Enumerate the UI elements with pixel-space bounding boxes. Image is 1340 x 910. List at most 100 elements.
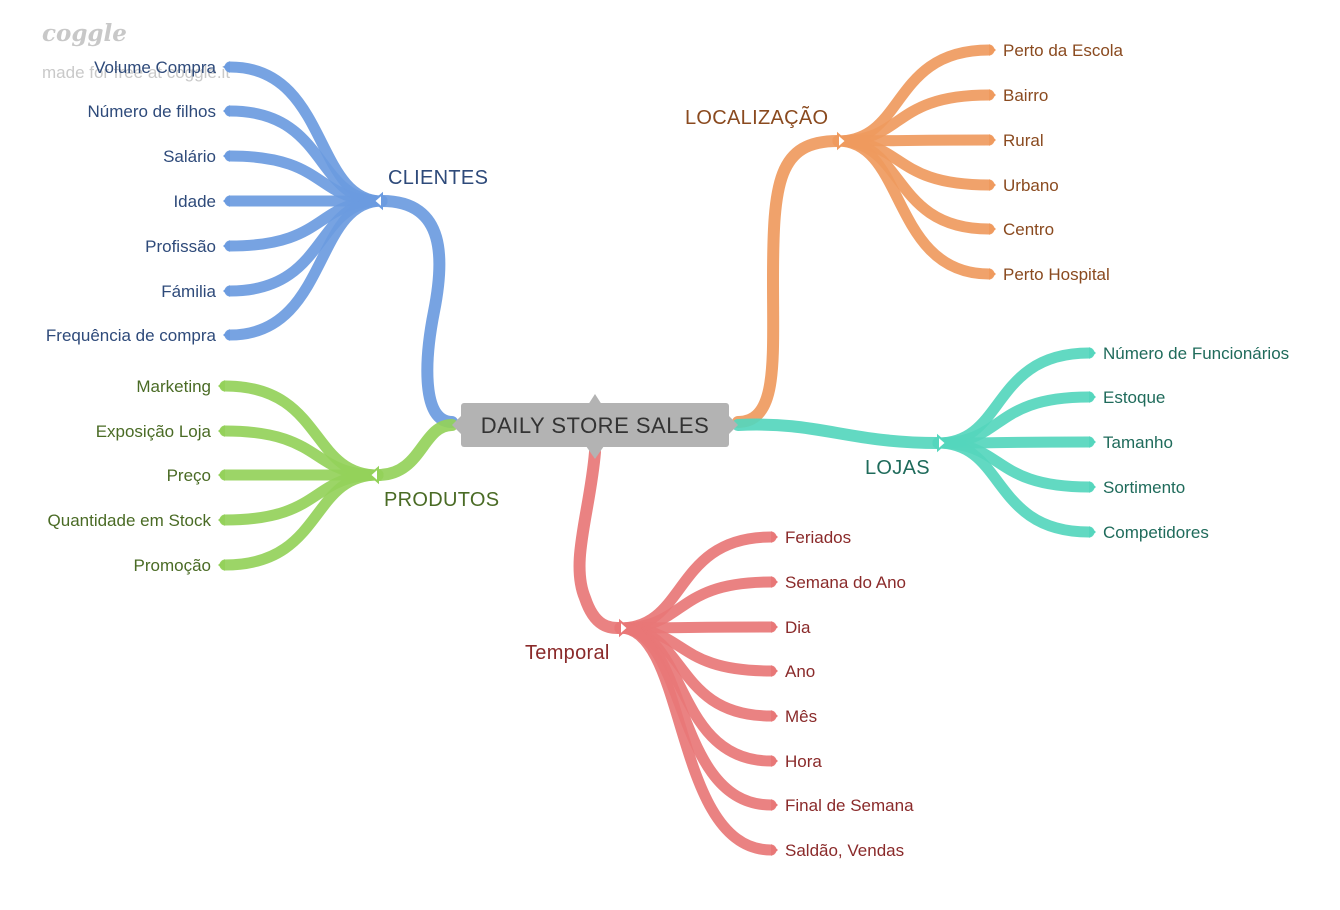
child-arrow-tip xyxy=(1089,481,1096,493)
child-connector xyxy=(832,135,995,280)
leaf-node-label[interactable]: Centro xyxy=(1003,220,1054,239)
leaf-node-label[interactable]: Preço xyxy=(167,466,211,485)
child-arrow-tip xyxy=(771,576,778,588)
leaf-node-label[interactable]: Salário xyxy=(163,147,216,166)
root-node-right-arrow xyxy=(728,415,738,435)
root-node-label: DAILY STORE SALES xyxy=(481,413,710,438)
child-arrow-tip xyxy=(989,89,996,101)
leaf-node-label[interactable]: Competidores xyxy=(1103,523,1209,542)
child-arrow-tip xyxy=(223,105,230,117)
leaf-node-label[interactable]: Hora xyxy=(785,752,822,771)
leaf-node-label[interactable]: Idade xyxy=(173,192,216,211)
root-node-box[interactable] xyxy=(461,403,729,447)
leaf-node-label[interactable]: Saldão, Vendas xyxy=(785,841,904,860)
child-arrow-tip xyxy=(1089,347,1096,359)
child-arrow-tip xyxy=(218,559,225,571)
leaf-node-label[interactable]: Fámilia xyxy=(161,282,216,301)
leaf-node-label[interactable]: Estoque xyxy=(1103,388,1165,407)
branch-produtos-connector xyxy=(372,419,458,481)
branch-hub-chevron xyxy=(368,465,379,485)
branch-produtos[interactable] xyxy=(218,380,458,571)
branch-clientes[interactable] xyxy=(223,61,458,428)
leaf-node-label[interactable]: Urbano xyxy=(1003,176,1059,195)
leaf-node-label[interactable]: Mês xyxy=(785,707,817,726)
child-arrow-tip xyxy=(223,240,230,252)
child-arrow-tip xyxy=(218,514,225,526)
leaf-node-label[interactable]: Ano xyxy=(785,662,815,681)
branch-hub-chevron xyxy=(372,191,383,211)
leaf-node-label[interactable]: Frequência de compra xyxy=(46,326,217,345)
branch-hub-chevron xyxy=(937,433,948,453)
branch-lojas[interactable] xyxy=(732,347,1096,538)
child-arrow-tip xyxy=(989,268,996,280)
leaf-node-label[interactable]: Perto da Escola xyxy=(1003,41,1124,60)
leaf-node-label[interactable]: Perto Hospital xyxy=(1003,265,1110,284)
root-node[interactable]: DAILY STORE SALES xyxy=(452,394,738,459)
branch-clientes-connector xyxy=(376,195,458,428)
branch-label-clientes[interactable]: CLIENTES xyxy=(388,167,488,189)
child-arrow-tip xyxy=(1089,436,1096,448)
branch-localizacao-connector xyxy=(732,135,844,428)
branch-localizacao[interactable] xyxy=(732,44,996,428)
child-connector xyxy=(224,61,388,207)
leaf-node-label[interactable]: Sortimento xyxy=(1103,478,1185,497)
child-arrow-tip xyxy=(218,469,225,481)
child-arrow-tip xyxy=(223,195,230,207)
child-arrow-tip xyxy=(989,44,996,56)
child-connector xyxy=(614,576,777,634)
leaf-node-label[interactable]: Volume Compra xyxy=(94,58,216,77)
leaf-node-label[interactable]: Promoção xyxy=(134,556,211,575)
child-arrow-tip xyxy=(223,285,230,297)
child-arrow-tip xyxy=(771,531,778,543)
child-connector xyxy=(219,425,384,481)
leaf-node-label[interactable]: Semana do Ano xyxy=(785,573,906,592)
branch-label-lojas[interactable]: LOJAS xyxy=(865,457,930,479)
root-node-left-arrow xyxy=(452,415,462,435)
coggle-watermark-text: made for free at coggle.it xyxy=(42,63,231,82)
leaf-node-label[interactable]: Profissão xyxy=(145,237,216,256)
child-arrow-tip xyxy=(771,665,778,677)
child-connector xyxy=(614,622,777,856)
child-connector xyxy=(224,195,388,341)
branch-label-produtos[interactable]: PRODUTOS xyxy=(384,489,499,511)
branch-label-temporal[interactable]: Temporal xyxy=(525,642,610,664)
child-arrow-tip xyxy=(1089,526,1096,538)
branch-temporal-connector xyxy=(573,446,626,634)
child-arrow-tip xyxy=(771,755,778,767)
leaf-node-label[interactable]: Bairro xyxy=(1003,86,1048,105)
leaf-node-label[interactable]: Quantidade em Stock xyxy=(48,511,212,530)
connector-lines xyxy=(218,44,1096,856)
leaf-node-label[interactable]: Número de filhos xyxy=(87,102,216,121)
child-arrow-tip xyxy=(771,710,778,722)
leaf-node-label[interactable]: Número de Funcionários xyxy=(1103,344,1289,363)
leaf-node-label[interactable]: Dia xyxy=(785,618,811,637)
branch-hub-chevron xyxy=(837,131,848,151)
leaf-node-label[interactable]: Tamanho xyxy=(1103,433,1173,452)
root-node-down-arrow xyxy=(586,446,604,459)
child-arrow-tip xyxy=(989,223,996,235)
leaf-node-label[interactable]: Rural xyxy=(1003,131,1044,150)
child-arrow-tip xyxy=(989,134,996,146)
leaf-node-label[interactable]: Exposição Loja xyxy=(96,422,212,441)
leaf-node-label[interactable]: Feriados xyxy=(785,528,851,547)
branch-label-localizacao[interactable]: LOCALIZAÇÃO xyxy=(685,105,828,129)
branch-hub-chevron xyxy=(619,618,630,638)
child-connector xyxy=(932,437,1095,538)
branch-lojas-connector xyxy=(732,418,944,449)
child-connector xyxy=(832,89,995,147)
child-arrow-tip xyxy=(223,329,230,341)
leaf-node-label[interactable]: Marketing xyxy=(136,377,211,396)
child-arrow-tip xyxy=(223,150,230,162)
child-arrow-tip xyxy=(771,844,778,856)
child-arrow-tip xyxy=(989,179,996,191)
child-connector xyxy=(932,391,1095,449)
leaf-node-label[interactable]: Final de Semana xyxy=(785,796,914,815)
branch-temporal[interactable] xyxy=(573,446,778,856)
child-arrow-tip xyxy=(218,380,225,392)
child-arrow-tip xyxy=(771,621,778,633)
child-arrow-tip xyxy=(771,799,778,811)
child-arrow-tip xyxy=(1089,391,1096,403)
child-connector xyxy=(224,150,388,207)
